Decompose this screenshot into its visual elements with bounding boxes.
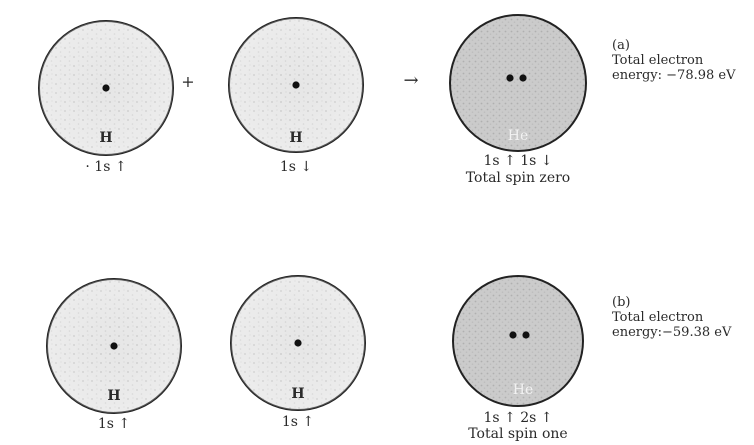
row-a-result-symbol: He bbox=[498, 128, 538, 144]
row-b-atom2-config: 1s ↑ bbox=[258, 414, 338, 430]
row-b-atom2-nucleus bbox=[294, 339, 301, 346]
row-a-atom1-config: · 1s ↑ bbox=[56, 159, 156, 175]
row-b-result-spin: Total spin one bbox=[438, 426, 598, 442]
row-a-result-electron-2 bbox=[519, 74, 526, 81]
row-a-atom1-symbol: H bbox=[91, 130, 121, 146]
row-b-atom2-symbol: H bbox=[283, 386, 313, 402]
row-a-atom2-symbol: H bbox=[281, 130, 311, 146]
row-b-energy-line2: energy:−59.38 eV bbox=[612, 325, 731, 340]
plus-sign: + bbox=[177, 74, 199, 90]
row-a-result-config: 1s ↑ 1s ↓ bbox=[448, 153, 588, 169]
row-b-result-config: 1s ↑ 2s ↑ bbox=[448, 410, 588, 426]
row-b-atom1-symbol: H bbox=[99, 388, 129, 404]
row-b-tag: (b) bbox=[612, 295, 630, 310]
row-b-atom1-nucleus bbox=[110, 342, 117, 349]
row-a-result-spin: Total spin zero bbox=[438, 170, 598, 186]
row-b-result-electron-2 bbox=[522, 331, 529, 338]
row-b-result-symbol: He bbox=[503, 382, 543, 398]
row-a-energy-line2: energy: −78.98 eV bbox=[612, 68, 735, 83]
row-b-atom1-config: 1s ↑ bbox=[74, 416, 154, 432]
row-a-atom1-nucleus bbox=[102, 84, 109, 91]
row-b-result-electron-1 bbox=[509, 331, 516, 338]
row-a-atom2-nucleus bbox=[292, 81, 299, 88]
row-a-atom2-config: 1s ↓ bbox=[256, 159, 336, 175]
row-a-tag: (a) bbox=[612, 38, 630, 53]
reaction-arrow: → bbox=[396, 73, 426, 89]
row-b-energy-line1: Total electron bbox=[612, 310, 703, 325]
row-a-energy-line1: Total electron bbox=[612, 53, 703, 68]
row-a-result-electron-1 bbox=[506, 74, 513, 81]
